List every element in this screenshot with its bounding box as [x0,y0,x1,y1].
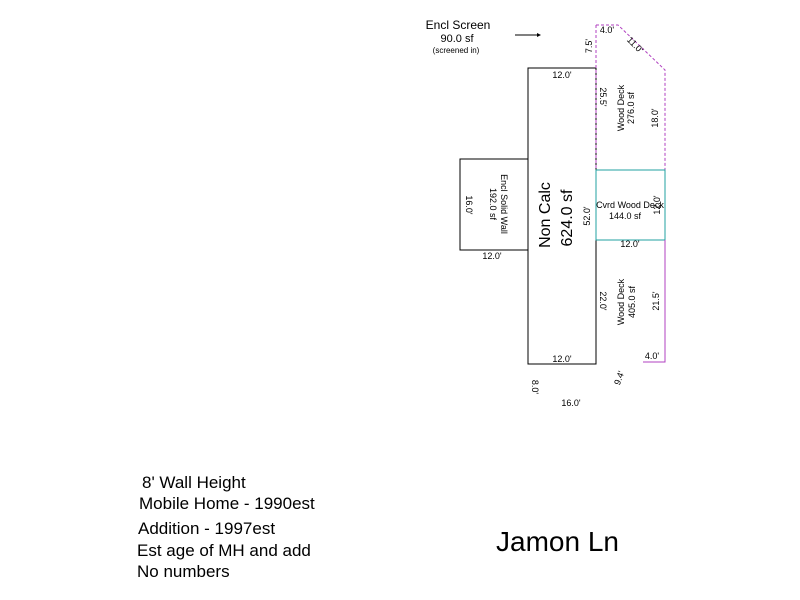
dim-covered-bottom: 12.0' [620,239,640,249]
covered-deck-title: Cvrd Wood Deck [596,200,664,210]
dim-upper-left: 25.5' [598,87,608,107]
dim-main-top: 12.0' [552,70,572,80]
main-area: 624.0 sf [559,189,576,246]
main-label: Non Calc [537,182,554,248]
deck-lower-area: 405.0 sf [627,285,637,318]
lower-deck-outline [643,240,666,363]
dim-solid-bottom: 12.0' [482,251,502,261]
street-name: Jamon Ln [496,526,619,557]
note-wall-height: 8' Wall Height [142,473,246,492]
note-mobile-home: Mobile Home - 1990est [139,494,315,513]
covered-deck-area: 144.0 sf [609,211,642,221]
dim-main-bottom: 12.0' [552,354,572,364]
dim-screen-diag: 11.0' [625,35,645,55]
dim-screen-left: 7.5' [584,39,594,54]
dim-covered-right: 12.0' [652,195,662,215]
dim-solid-left: 16.0' [464,195,474,215]
dim-lower-diag: 9.4' [612,369,626,386]
dim-below-left: 8.0' [530,380,540,395]
dim-lower-left: 22.0' [598,291,608,311]
deck-upper-title: Wood Deck [616,84,626,131]
note-no-numbers: No numbers [137,562,230,581]
note-addition: Addition - 1997est [138,519,276,538]
encl-solid-area: 192.0 sf [488,188,498,221]
dim-main-right: 52.0' [582,206,592,226]
dim-lower-right: 21.5' [651,291,661,311]
encl-solid-outline [459,158,529,251]
encl-screen-area: 90.0 sf [440,33,474,45]
note-est-age: Est age of MH and add [137,541,311,560]
screen-arrow-head [537,33,541,37]
dim-below-bottom: 16.0' [561,398,581,408]
encl-screen-title: Encl Screen [426,18,491,32]
covered-deck-outline [595,169,666,241]
dim-upper-right: 18.0' [650,108,660,128]
dim-screen-top: 4.0' [600,25,615,35]
deck-upper-area: 276.0 sf [626,91,636,124]
encl-solid-title: Encl Solid Wall [499,174,509,234]
deck-lower-title: Wood Deck [616,278,626,325]
encl-screen-note: (screened in) [433,46,480,55]
upper-deck-outline [596,24,666,170]
dim-lower-bottom: 4.0' [645,351,660,361]
